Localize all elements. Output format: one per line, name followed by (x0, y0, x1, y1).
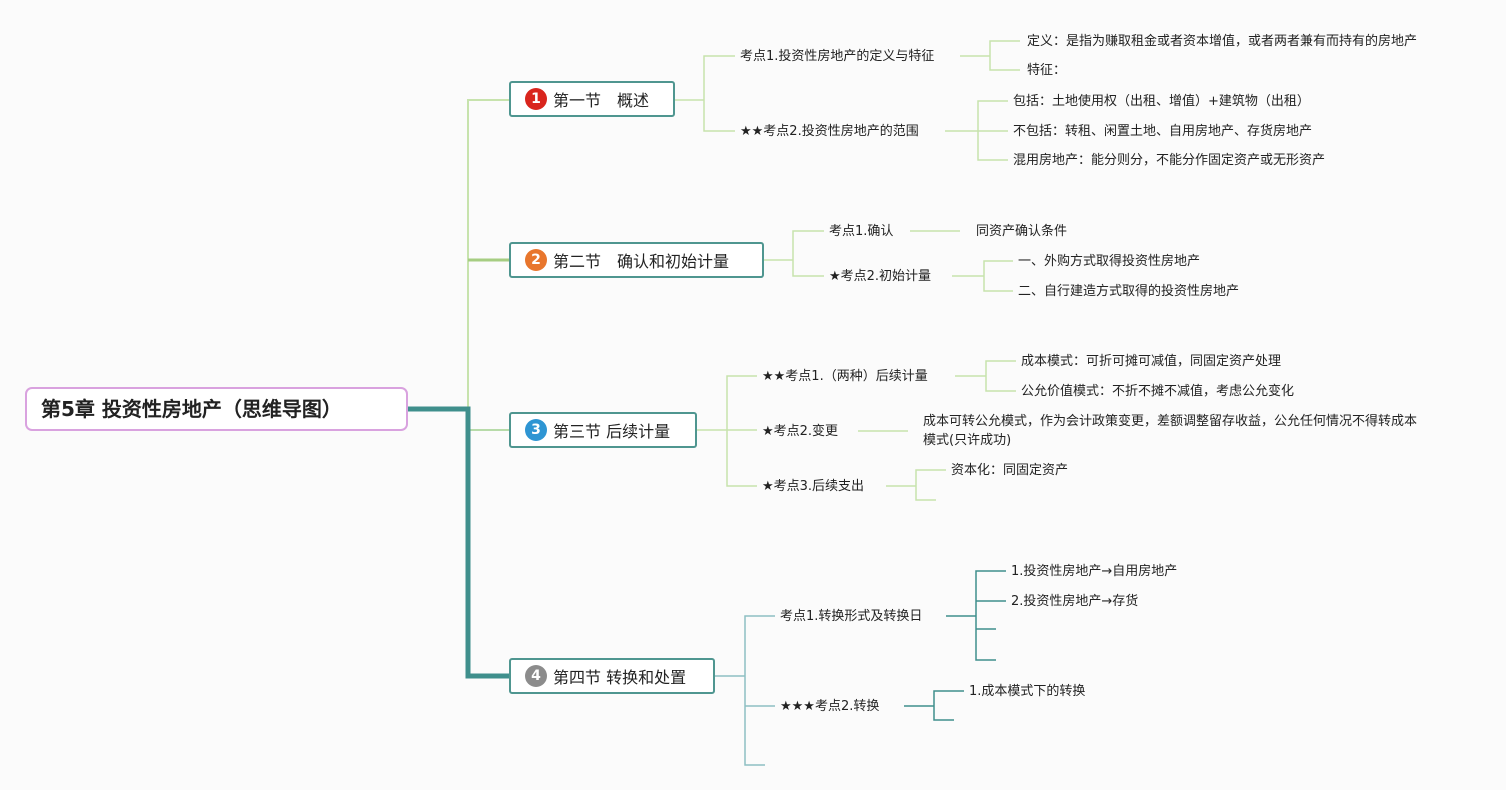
item-1-1-2[interactable]: 特征： (1027, 63, 1067, 78)
section-2-number-badge: 2 (525, 249, 547, 271)
section-1-number-badge: 1 (525, 88, 547, 110)
connector-section-1-topics (675, 55, 735, 132)
topic-4-1[interactable]: 考点1.转换形式及转换日 (780, 609, 923, 624)
topic-3-3[interactable]: ★考点3.后续支出 (762, 479, 865, 494)
item-3-1-1[interactable]: 成本模式：可折可摊可减值，同固定资产处理 (1021, 354, 1282, 369)
connector-root-section-4 (408, 406, 509, 679)
item-2-2-2[interactable]: 二、自行建造方式取得的投资性房地产 (1018, 284, 1240, 299)
section-2[interactable]: 2 第二节 确认和初始计量 (509, 242, 764, 278)
item-1-2-3[interactable]: 混用房地产：能分则分，不能分作固定资产或无形资产 (1013, 153, 1326, 168)
connector-root-section-1 (408, 99, 509, 410)
topic-1-2[interactable]: ★★考点2.投资性房地产的范围 (740, 124, 919, 139)
section-4-label: 第四节 转换和处置 (553, 668, 687, 687)
topic-3-1[interactable]: ★★考点1.（两种）后续计量 (762, 369, 928, 384)
section-1[interactable]: 1 第一节 概述 (509, 81, 675, 117)
topic-4-2[interactable]: ★★★考点2.转换 (780, 699, 880, 714)
topic-1-1[interactable]: 考点1.投资性房地产的定义与特征 (740, 49, 935, 64)
section-3-label: 第三节 后续计量 (553, 422, 671, 441)
topic-2-1[interactable]: 考点1.确认 (829, 224, 894, 239)
topic-2-2[interactable]: ★考点2.初始计量 (829, 269, 932, 284)
item-1-2-1[interactable]: 包括：土地使用权（出租、增值）+建筑物（出租） (1013, 94, 1310, 109)
root-title[interactable]: 第5章 投资性房地产（思维导图） (25, 387, 408, 431)
item-3-1-2[interactable]: 公允价值模式：不折不摊不减值，考虑公允变化 (1021, 384, 1295, 399)
connector-topic-4-2-items (904, 690, 964, 721)
section-4[interactable]: 4 第四节 转换和处置 (509, 658, 715, 694)
section-3-number-badge: 3 (525, 419, 547, 441)
connector-topic-3-3-items (886, 469, 946, 501)
connector-topic-1-2-items (945, 100, 1008, 161)
connector-root-section-3 (467, 409, 509, 431)
section-3[interactable]: 3 第三节 后续计量 (509, 412, 697, 448)
item-1-2-2[interactable]: 不包括：转租、闲置土地、自用房地产、存货房地产 (1013, 124, 1313, 139)
item-4-1-2[interactable]: 2.投资性房地产→存货 (1011, 594, 1139, 609)
item-4-1-1[interactable]: 1.投资性房地产→自用房地产 (1011, 564, 1178, 579)
item-2-2-1[interactable]: 一、外购方式取得投资性房地产 (1018, 254, 1201, 269)
topic-3-2[interactable]: ★考点2.变更 (762, 424, 839, 439)
connector-topic-2-2-items (952, 260, 1013, 292)
connector-topic-4-1-items (946, 570, 1006, 661)
connector-section-3-topics (697, 375, 757, 487)
connector-topic-3-1-items (955, 360, 1016, 392)
section-4-number-badge: 4 (525, 665, 547, 687)
item-3-2-1[interactable]: 成本可转公允模式，作为会计政策变更，差额调整留存收益，公允任何情况不得转成本模式… (923, 414, 1418, 448)
item-2-1-1[interactable]: 同资产确认条件 (976, 224, 1068, 239)
connector-topic-1-1-items (960, 40, 1020, 71)
item-4-2-1[interactable]: 1.成本模式下的转换 (969, 684, 1086, 699)
item-3-3-1[interactable]: 资本化：同固定资产 (951, 463, 1069, 478)
connector-section-2-topics (764, 230, 824, 277)
section-1-label: 第一节 概述 (553, 91, 650, 110)
item-1-1-1[interactable]: 定义：是指为赚取租金或者资本增值，或者两者兼有而持有的房地产 (1027, 34, 1418, 49)
section-2-label: 第二节 确认和初始计量 (553, 252, 730, 271)
connector-section-4-topics (715, 615, 775, 766)
